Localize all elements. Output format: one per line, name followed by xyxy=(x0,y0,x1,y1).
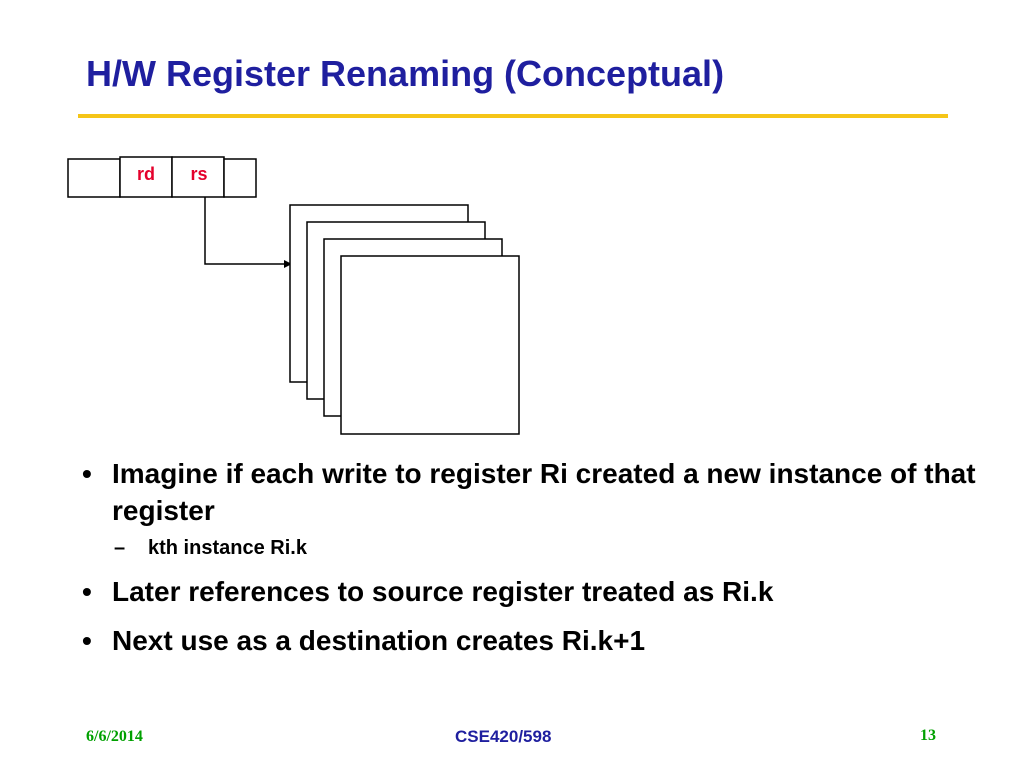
bullet-text: Imagine if each write to register Ri cre… xyxy=(112,458,976,526)
instruction-field-rest xyxy=(223,158,257,198)
instruction-field-opcode xyxy=(67,158,121,198)
bullet-text: Next use as a destination creates Ri.k+1 xyxy=(112,625,646,656)
bullet-marker: • xyxy=(82,625,92,656)
footer-page-number: 13 xyxy=(920,727,936,744)
bullet-marker: • xyxy=(82,458,92,489)
bullet-item: • Later references to source register tr… xyxy=(78,573,978,610)
bullet-marker: • xyxy=(82,576,92,607)
sub-bullet-item: – kth instance Ri.k xyxy=(78,535,978,561)
register-instance-4 xyxy=(340,255,520,435)
footer-course: CSE420/598 xyxy=(455,727,552,746)
bullet-item: • Next use as a destination creates Ri.k… xyxy=(78,622,978,659)
footer-date: 6/6/2014 xyxy=(86,728,143,745)
title-underline xyxy=(78,114,948,118)
bullet-text: Later references to source register trea… xyxy=(112,576,774,607)
rs-to-register-file-arrow xyxy=(204,197,292,268)
instruction-field-rd xyxy=(119,156,173,198)
bullet-list: • Imagine if each write to register Ri c… xyxy=(78,455,978,659)
rs-field-label: rs xyxy=(190,164,207,184)
sub-bullet-marker: – xyxy=(114,537,126,559)
bullet-item: • Imagine if each write to register Ri c… xyxy=(78,455,978,529)
slide-title: H/W Register Renaming (Conceptual) xyxy=(86,53,725,94)
sub-bullet-text: kth instance Ri.k xyxy=(148,537,307,559)
rd-field-label: rd xyxy=(137,164,155,184)
register-renaming-diagram: rd rs xyxy=(67,156,520,435)
